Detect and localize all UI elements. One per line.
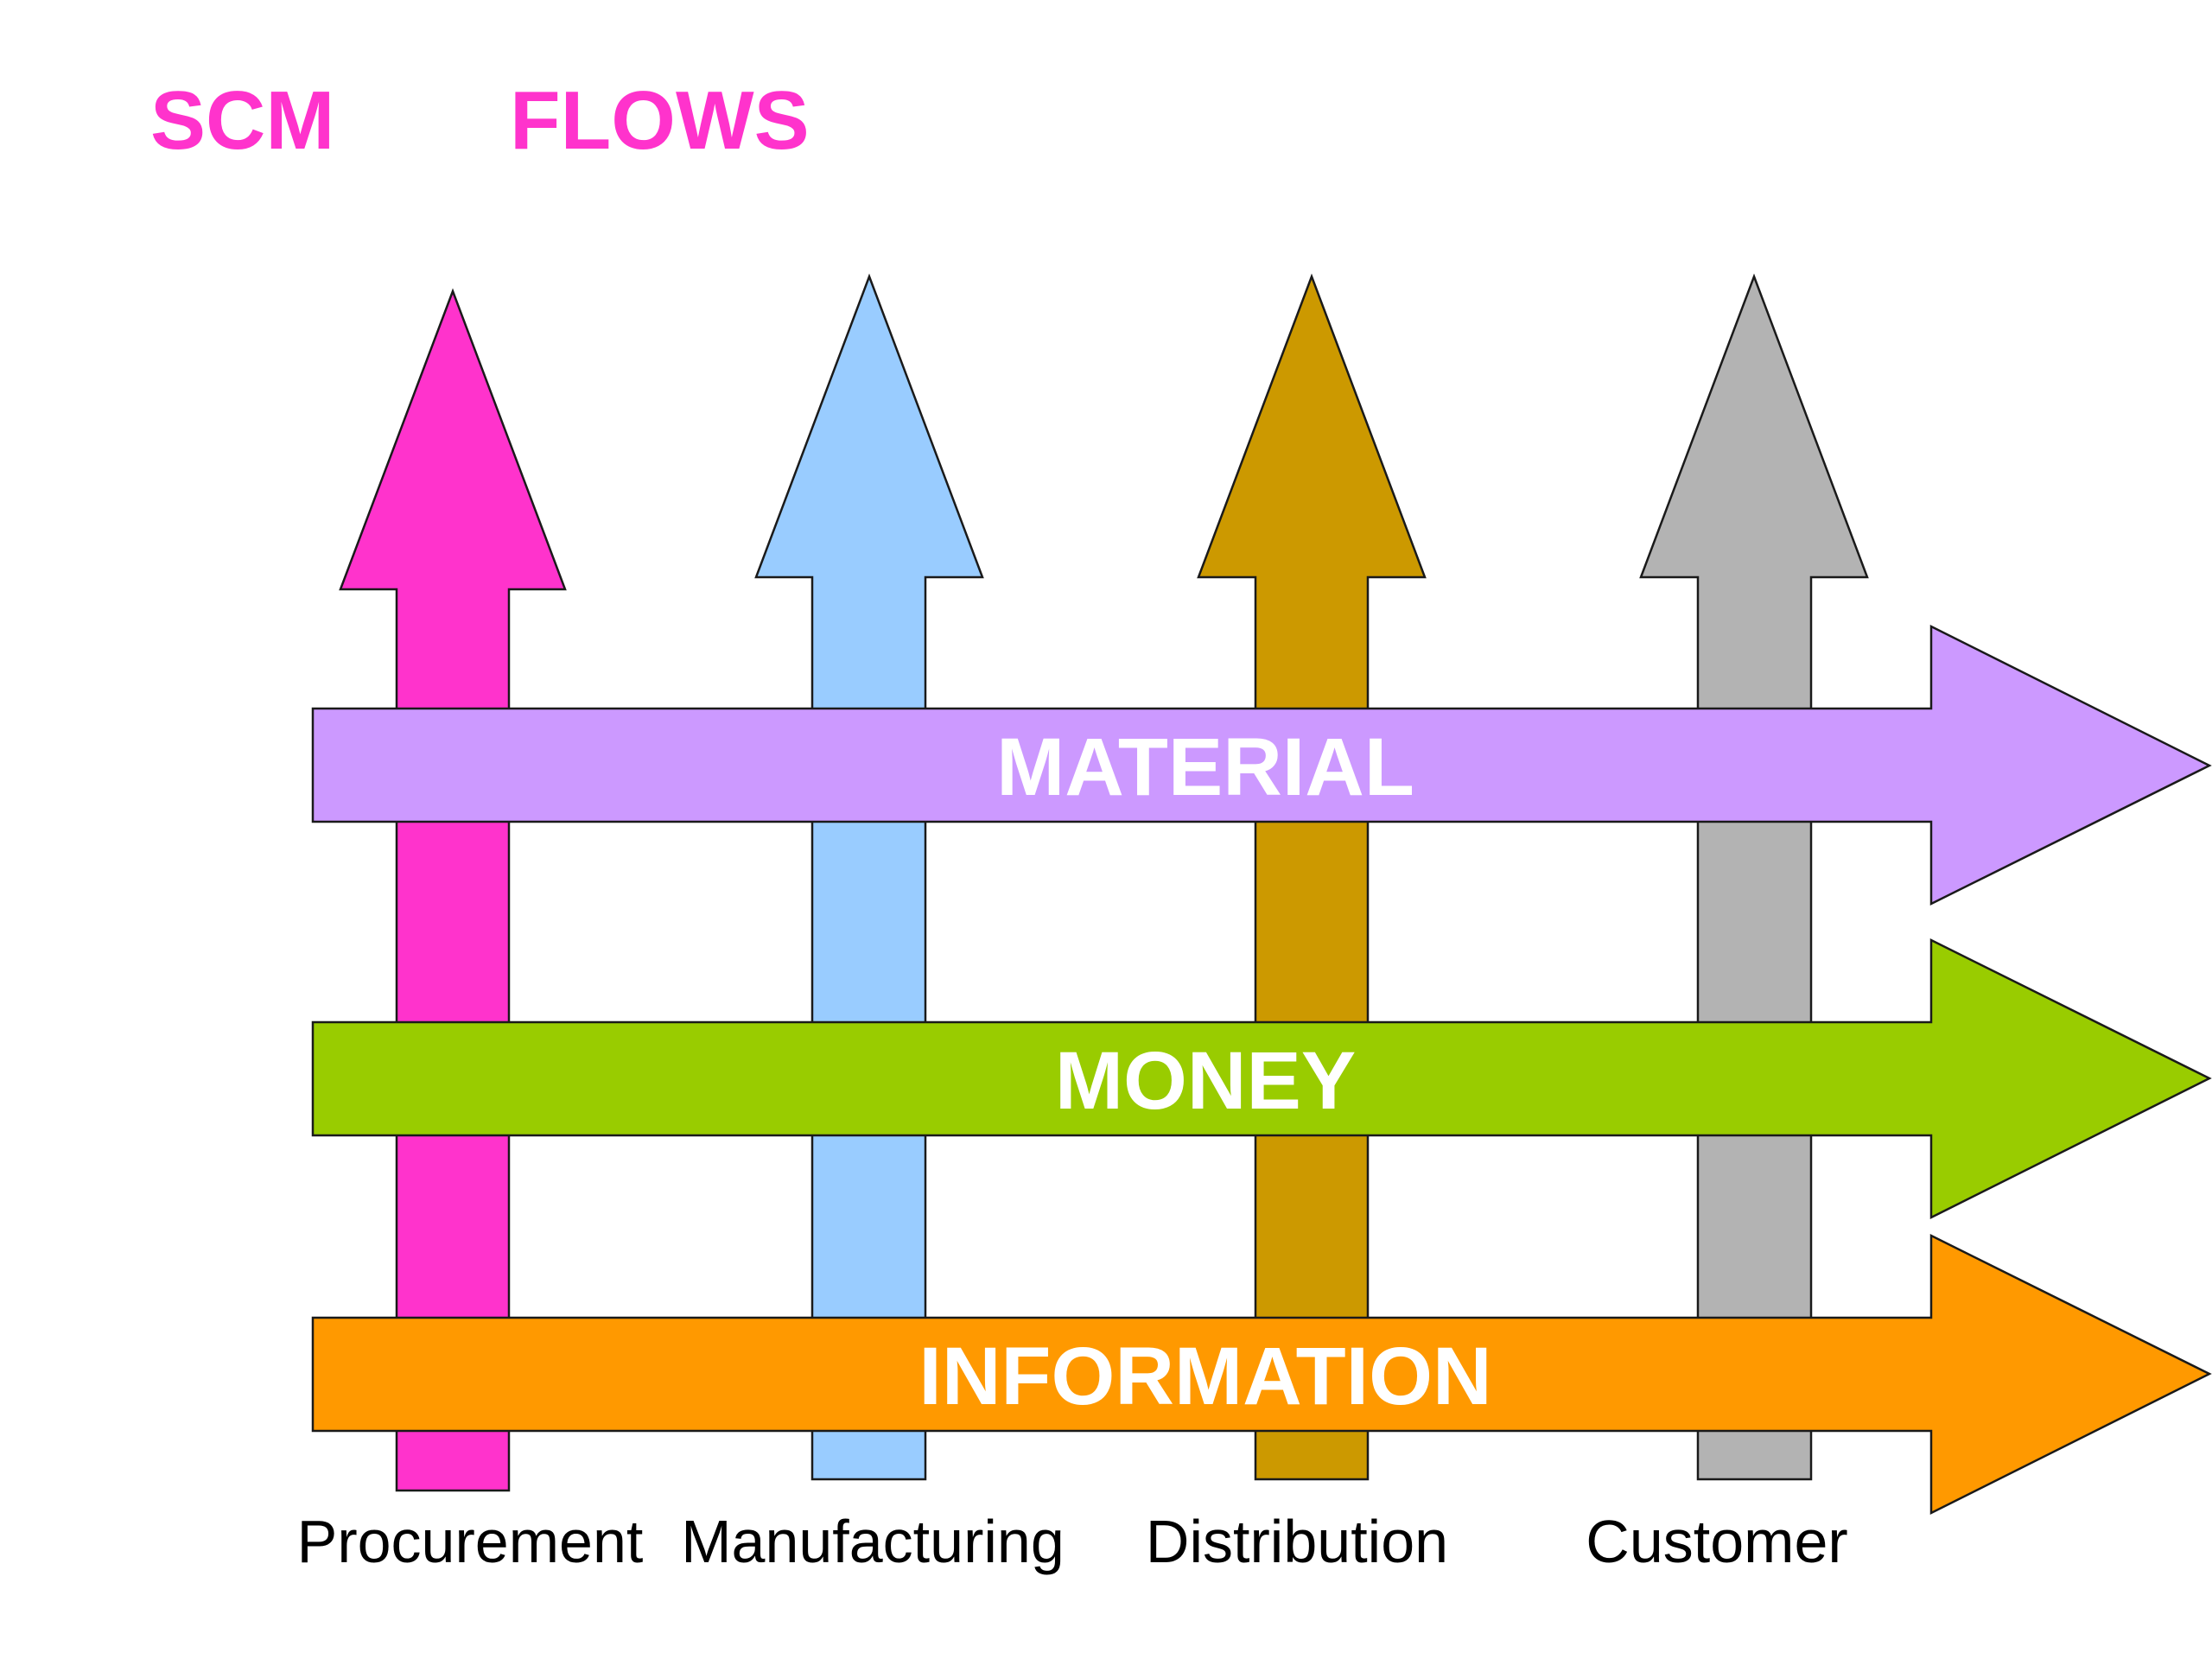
flow-arrow-material	[311, 624, 2212, 906]
stage-labels: Procurement Manufacturing Distribution C…	[297, 1508, 1848, 1575]
stage-arrow-distribution	[1197, 273, 1427, 1481]
flow-arrow-information	[311, 1233, 2212, 1516]
flow-arrow-money	[311, 938, 2212, 1220]
stage-label-procurement: Procurement	[297, 1508, 644, 1575]
stage-arrow-customer	[1639, 273, 1869, 1481]
stage-label-customer: Customer	[1586, 1508, 1847, 1575]
flow-label-information: INFORMATION	[918, 1331, 1491, 1422]
stage-arrow-manufacturing	[754, 273, 984, 1481]
stage-arrow-procurement	[339, 288, 567, 1492]
title-scm: SCM	[150, 74, 334, 167]
flow-label-material: MATERIAL	[996, 721, 1414, 813]
flow-arrows: MATERIAL MONEY INFORMATION	[311, 624, 2212, 1516]
stage-label-manufacturing: Manufacturing	[681, 1508, 1065, 1575]
stage-label-distribution: Distribution	[1146, 1508, 1448, 1575]
flow-label-money: MONEY	[1055, 1035, 1356, 1127]
stage-arrows	[339, 273, 1869, 1492]
title-flows: FLOWS	[510, 74, 810, 167]
